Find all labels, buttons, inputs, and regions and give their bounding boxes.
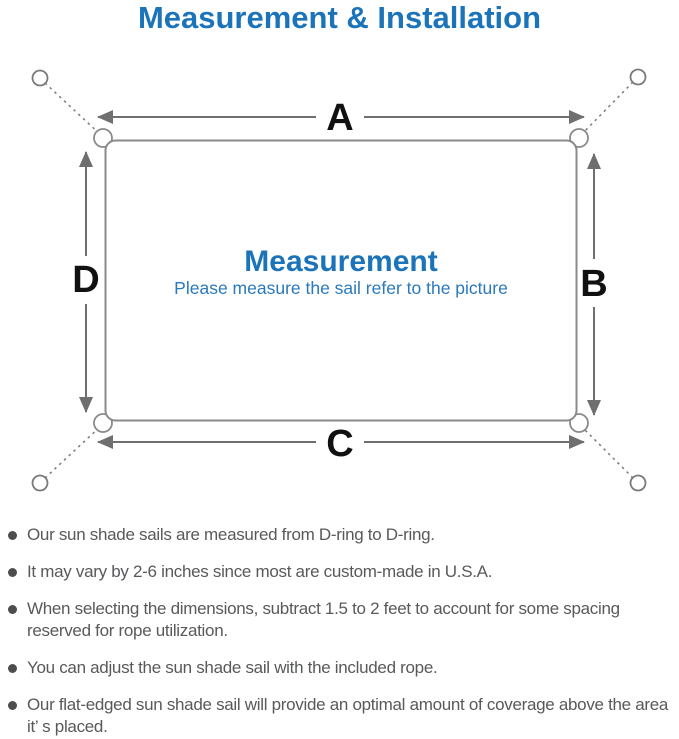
bullet-dot-icon xyxy=(8,664,17,673)
bullet-dot-icon xyxy=(8,531,17,540)
anchor-ring-top-right xyxy=(629,68,647,86)
anchor-ring-bottom-right xyxy=(629,474,647,492)
bullet-dot-icon xyxy=(8,568,17,577)
note-item-3: When selecting the dimensions, subtract … xyxy=(8,598,677,642)
note-text: Our flat-edged sun shade sail will provi… xyxy=(27,695,669,736)
dimension-label-a: A xyxy=(326,97,353,139)
bullet-dot-icon xyxy=(8,605,17,614)
tether-line-top-right xyxy=(579,81,634,137)
note-item-1: Our sun shade sails are measured from D-… xyxy=(8,524,677,546)
note-text: You can adjust the sun shade sail with t… xyxy=(27,658,438,677)
sail-diagram-container: A B C D Measurement Please measure the s… xyxy=(0,60,679,525)
d-ring-top-left xyxy=(93,128,113,148)
tether-line-bottom-left xyxy=(44,424,103,479)
bullet-dot-icon xyxy=(8,701,17,710)
sail-diagram: A B C D Measurement Please measure the s… xyxy=(31,68,647,492)
note-item-2: It may vary by 2-6 inches since most are… xyxy=(8,561,677,583)
note-item-5: Our flat-edged sun shade sail will provi… xyxy=(8,694,677,738)
page-title: Measurement & Installation xyxy=(137,0,542,35)
anchor-ring-bottom-left xyxy=(31,474,49,492)
tether-line-top-left xyxy=(44,82,103,137)
note-item-4: You can adjust the sun shade sail with t… xyxy=(8,657,677,679)
dimension-label-b: B xyxy=(580,263,607,305)
note-text: Our sun shade sails are measured from D-… xyxy=(27,525,435,544)
sail-rectangle xyxy=(104,139,578,422)
d-ring-bottom-left xyxy=(93,413,113,433)
note-text: When selecting the dimensions, subtract … xyxy=(27,599,620,640)
diagram-center-caption: Please measure the sail refer to the pic… xyxy=(174,278,508,298)
dimension-label-d: D xyxy=(72,259,99,301)
notes-list: Our sun shade sails are measured from D-… xyxy=(0,524,679,739)
d-ring-bottom-right xyxy=(569,413,589,433)
diagram-center-heading: Measurement xyxy=(244,245,437,278)
d-ring-top-right xyxy=(569,128,589,148)
anchor-ring-top-left xyxy=(31,69,49,87)
note-text: It may vary by 2-6 inches since most are… xyxy=(27,562,493,581)
tether-line-bottom-right xyxy=(579,424,634,479)
dimension-label-c: C xyxy=(326,423,353,465)
